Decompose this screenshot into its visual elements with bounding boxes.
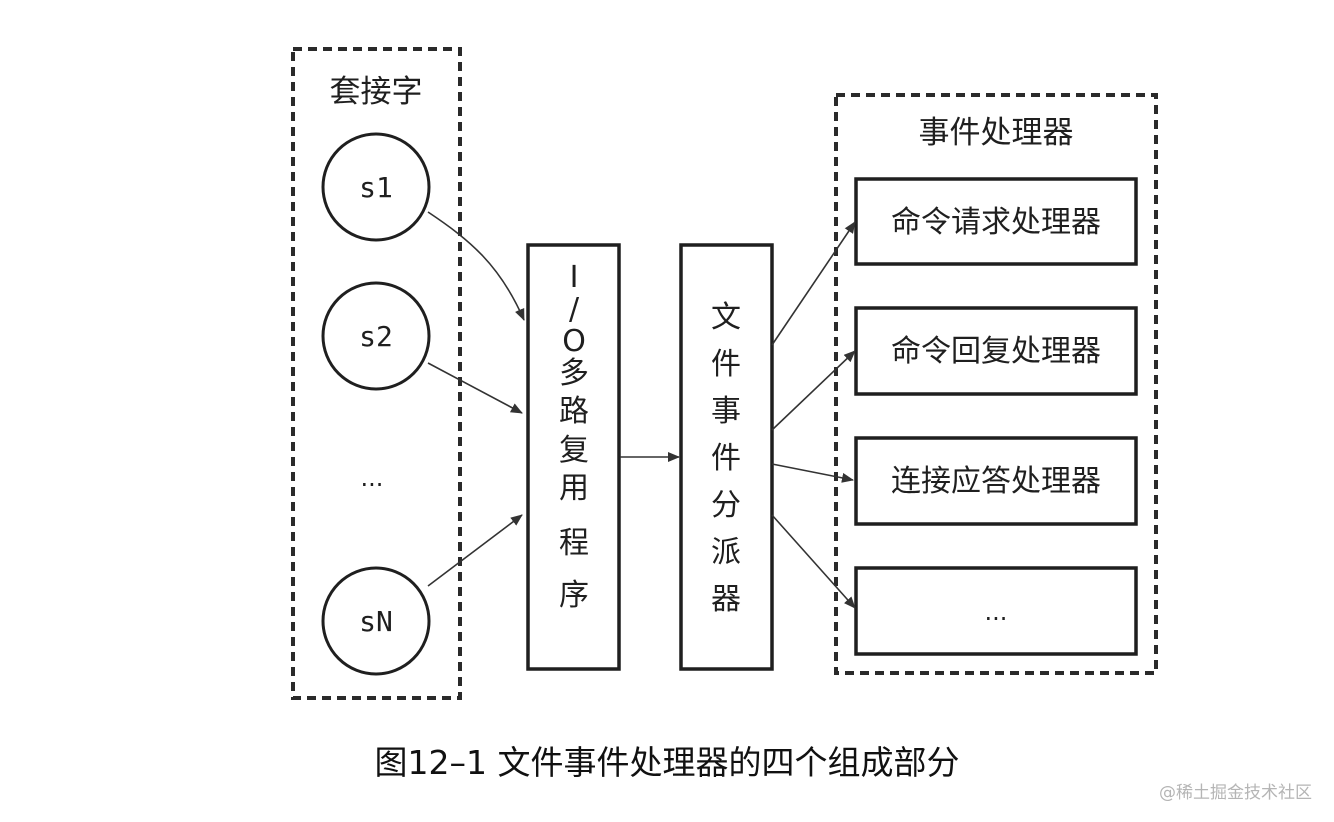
arrow-s1-to-multiplexer	[427, 211, 525, 321]
socket-circle	[321, 281, 431, 391]
handler-more: ...	[854, 566, 1138, 656]
handler-label: ...	[985, 598, 1008, 626]
socket-label: sN	[359, 605, 393, 638]
handler-command-request: 命令请求处理器	[854, 177, 1138, 266]
arrow-dispatcher-to-connection-accept	[771, 463, 854, 483]
handler-label: 命令请求处理器	[891, 205, 1101, 240]
file-event-dispatcher-label: 文 件 事 件 分 派 器	[711, 300, 741, 617]
sockets-frame	[291, 47, 462, 700]
figure-caption: 图12–1 文件事件处理器的四个组成部分	[374, 743, 960, 782]
dispatcher-char: 器	[711, 582, 741, 617]
io-multiplexer-char: 用	[559, 471, 589, 506]
dispatcher-char: 事	[711, 394, 741, 429]
io-multiplexer-char: 路	[559, 394, 589, 429]
handler-connection-accept: 连接应答处理器	[854, 436, 1138, 526]
sockets-title: 套接字	[330, 74, 423, 110]
io-multiplexer-char: /	[569, 292, 580, 327]
arrow-sn-to-multiplexer	[427, 514, 523, 587]
handler-box	[854, 306, 1138, 396]
io-multiplexer-char: I	[570, 260, 579, 295]
handler-label: 连接应答处理器	[891, 464, 1101, 499]
dispatcher-char: 文	[711, 300, 741, 335]
dispatcher-char: 分	[711, 488, 741, 523]
arrow-dispatcher-to-more	[771, 514, 856, 609]
file-event-dispatcher-box	[679, 243, 774, 671]
arrow-s2-to-multiplexer	[427, 362, 523, 414]
dispatcher-char: 件	[711, 441, 741, 476]
arrow-dispatcher-to-command-request	[771, 221, 856, 346]
socket-circle	[321, 132, 431, 242]
handlers-frame	[834, 93, 1158, 675]
handlers-title: 事件处理器	[919, 115, 1074, 151]
socket-sn: sN	[321, 566, 431, 676]
handler-command-reply: 命令回复处理器	[854, 306, 1138, 396]
socket-label: s1	[359, 171, 393, 204]
socket-circle	[321, 566, 431, 676]
io-multiplexer-char: O	[562, 324, 586, 359]
handler-box	[854, 177, 1138, 266]
io-multiplexer-label: I / O 多 路 复 用 程 序	[559, 260, 589, 613]
socket-s2: s2	[321, 281, 431, 391]
io-multiplexer-char: 复	[559, 433, 589, 468]
io-multiplexer-char: 序	[559, 578, 589, 613]
io-multiplexer-char: 程	[559, 526, 589, 561]
handler-box	[854, 566, 1138, 656]
socket-ellipsis: ...	[361, 464, 384, 492]
dispatcher-char: 件	[711, 347, 741, 382]
dispatcher-char: 派	[711, 535, 741, 570]
io-multiplexer-box	[526, 243, 621, 671]
handler-label: 命令回复处理器	[891, 334, 1101, 369]
socket-s1: s1	[321, 132, 431, 242]
watermark: @稀土掘金技术社区	[1159, 783, 1312, 803]
handler-box	[854, 436, 1138, 526]
arrow-dispatcher-to-command-reply	[771, 350, 856, 431]
socket-label: s2	[359, 320, 393, 353]
io-multiplexer-char: 多	[559, 356, 589, 391]
